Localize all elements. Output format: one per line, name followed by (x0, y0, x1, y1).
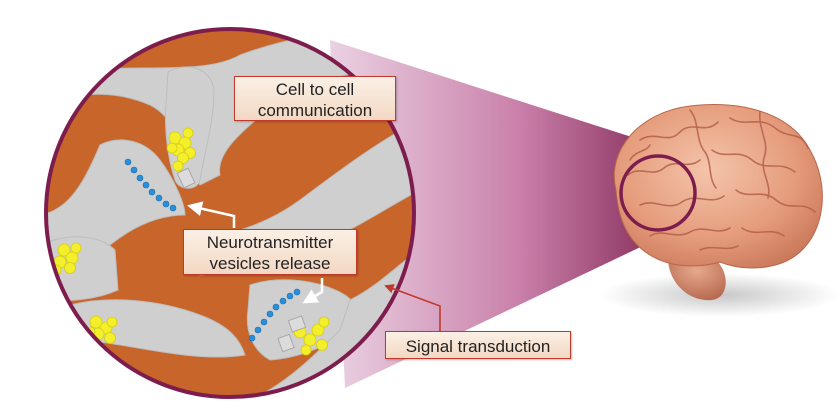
signal-connector (384, 284, 441, 331)
callout-signal-transduction-text: Signal transduction (405, 337, 551, 356)
callout-signal-transduction: Signal transduction (385, 331, 571, 359)
callout-neurotransmitter-line2: vesicles release (209, 254, 331, 273)
callout-neurotransmitter: Neurotransmitter vesicles release (183, 229, 357, 275)
brain-focus-ring (619, 154, 697, 232)
magnifier-cone (330, 40, 672, 388)
callout-cell-communication-line1: Cell to cell (275, 80, 355, 99)
callout-neurotransmitter-line1: Neurotransmitter (206, 233, 334, 252)
callout-cell-communication-line2: communication (257, 101, 373, 120)
callout-cell-communication: Cell to cell communication (234, 76, 396, 121)
brain-illustration (600, 104, 840, 317)
